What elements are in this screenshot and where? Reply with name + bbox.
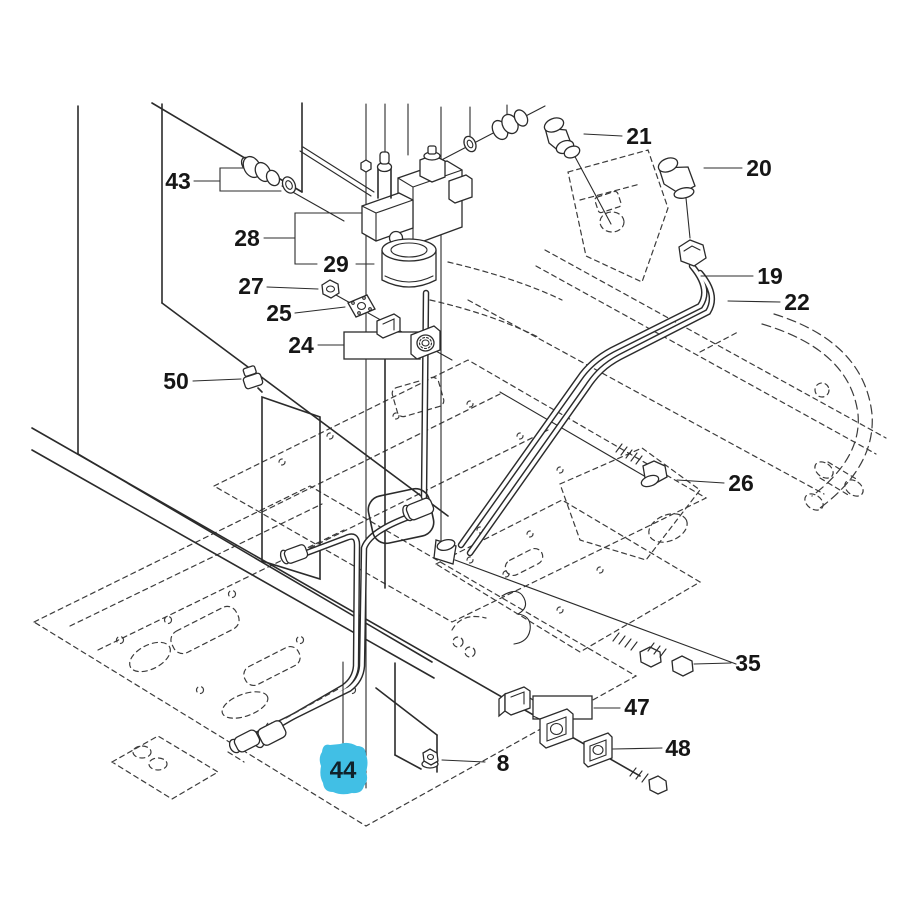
clamps-47-art bbox=[498, 686, 574, 749]
callout-27-leader bbox=[266, 286, 319, 290]
callout-35-leader bbox=[693, 662, 732, 665]
elbow-21-art bbox=[543, 117, 581, 159]
callout-44-highlight-blob[interactable] bbox=[319, 742, 368, 795]
callout-48-leader bbox=[612, 747, 663, 750]
callout-label-19[interactable]: 19 bbox=[757, 263, 783, 289]
callout-50-leader bbox=[192, 378, 242, 382]
callout-21-leader bbox=[583, 133, 623, 137]
callout-label-8[interactable]: 8 bbox=[497, 750, 510, 776]
component-art bbox=[228, 109, 707, 795]
hose-fittings-art bbox=[228, 497, 435, 754]
callout-label-22[interactable]: 22 bbox=[784, 289, 810, 315]
callout-label-28[interactable]: 28 bbox=[234, 225, 260, 251]
callout-label-26[interactable]: 26 bbox=[728, 470, 754, 496]
tube-nut-art bbox=[678, 239, 707, 267]
callout-label-24[interactable]: 24 bbox=[288, 332, 314, 358]
callout-label-44[interactable]: 44 bbox=[330, 757, 357, 784]
callout-44-highlighted[interactable]: 44 bbox=[319, 661, 368, 795]
callout-label-27[interactable]: 27 bbox=[238, 273, 264, 299]
callout-label-25[interactable]: 25 bbox=[266, 300, 292, 326]
callouts: 43 28 29 27 25 24 50 21 20 19 22 26 35 4… bbox=[163, 123, 810, 795]
callout-26-leader bbox=[676, 479, 725, 484]
callout-label-21[interactable]: 21 bbox=[626, 123, 652, 149]
nut-8-art bbox=[421, 748, 439, 769]
callout-8-leader bbox=[441, 759, 486, 763]
callout-label-35[interactable]: 35 bbox=[735, 650, 761, 676]
callout-label-20[interactable]: 20 bbox=[746, 155, 772, 181]
clamp-set-24-art bbox=[321, 279, 441, 360]
elbow-20-art bbox=[657, 157, 696, 199]
callout-label-50[interactable]: 50 bbox=[163, 368, 189, 394]
small-nut-art bbox=[360, 159, 372, 173]
callout-22-leader bbox=[727, 300, 781, 303]
callout-label-47[interactable]: 47 bbox=[624, 694, 650, 720]
fitting-43-art bbox=[240, 155, 297, 194]
plate-48-art bbox=[583, 732, 668, 795]
bolt-26-art bbox=[615, 443, 668, 488]
clamp-50-art bbox=[242, 365, 264, 393]
valve-assembly-art bbox=[361, 145, 473, 246]
callout-25-leader bbox=[294, 306, 346, 314]
callout-label-48[interactable]: 48 bbox=[665, 735, 691, 761]
callout-label-29[interactable]: 29 bbox=[323, 251, 349, 277]
hydraulic-pipes-art bbox=[250, 262, 716, 740]
callout-label-43[interactable]: 43 bbox=[165, 168, 191, 194]
bolts-35-art bbox=[612, 632, 694, 677]
oil-filter-art bbox=[381, 238, 437, 288]
fitting-chain-art bbox=[463, 109, 529, 153]
junction-elbow-art bbox=[433, 538, 457, 565]
